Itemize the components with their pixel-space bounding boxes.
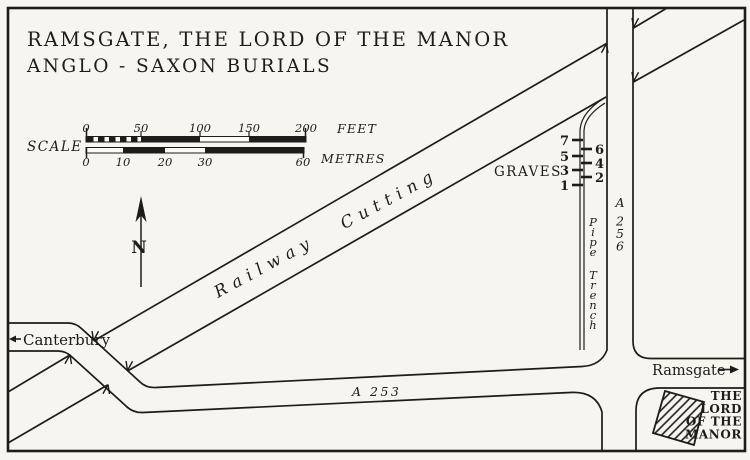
feet-bar-segment-50-100 (141, 136, 200, 142)
railway-hook-icon (102, 384, 111, 395)
right-arrow-icon (730, 365, 739, 374)
canterbury-direction: Canterbury (9, 331, 111, 349)
map-title-line1: RAMSGATE, THE LORD OF THE MANOR (27, 28, 509, 51)
railway-cutting-lines (7, 7, 745, 444)
north-arrow-icon: N (131, 196, 147, 287)
feet-bar-ticks (85, 128, 307, 142)
metres-bar-segment-30-60 (205, 147, 304, 153)
road-a253-label: A 253 (351, 384, 401, 399)
pipe-trench-lines (579, 97, 606, 350)
metres-unit-label: METRES (320, 151, 386, 166)
road-southeast-block-edge (635, 387, 744, 451)
roads (8, 8, 744, 451)
grave-number-7: 7 (560, 134, 569, 149)
grave-number-5: 5 (560, 150, 569, 165)
railway-hook-icon (631, 71, 640, 82)
hatched-site-box (651, 389, 706, 447)
svg-text:10: 10 (116, 155, 131, 169)
graves-label: GRAVES (494, 164, 562, 180)
svg-text:150: 150 (238, 121, 260, 135)
railway-se-line-segment-1 (7, 384, 108, 444)
site-label-line1: THE (711, 389, 742, 403)
railway-nw-line-segment-2 (93, 42, 607, 342)
svg-text:30: 30 (198, 155, 213, 169)
grave-number-1: 1 (560, 179, 569, 194)
svg-text:50: 50 (134, 121, 149, 135)
north-arrow-head (135, 196, 147, 222)
road-north-boundary (8, 8, 608, 389)
grave-number-6: 6 (595, 143, 604, 158)
metres-bar-ticks (85, 147, 305, 158)
grave-number-4: 4 (595, 157, 604, 172)
svg-text:0: 0 (82, 155, 89, 169)
road-south-boundary (8, 350, 603, 451)
railway-nw-line-segment-3 (633, 7, 668, 29)
site-label-line4: MANOR (685, 428, 742, 442)
grave-number-2: 2 (595, 171, 604, 186)
railway-nw-line-segment-1 (7, 354, 70, 393)
railway-cutting-label: Railway Cutting (210, 164, 442, 302)
svg-text:200: 200 (294, 121, 317, 135)
canterbury-label: Canterbury (23, 331, 111, 349)
scale-bar: SCALE 0 50 100 150 200 FEET (27, 121, 386, 169)
site-label-line2: LORD (700, 402, 742, 416)
railway-se-line-segment-2 (127, 96, 607, 372)
north-label: N (131, 238, 147, 258)
map-title-line2: ANGLO - SAXON BURIALS (26, 56, 332, 77)
railway-hook-icon (64, 354, 73, 365)
railway-hook-icon (125, 360, 134, 371)
pipe-trench-east-line (583, 102, 606, 350)
feet-unit-label: FEET (336, 121, 378, 136)
ramsgate-label: Ramsgate (652, 363, 725, 379)
feet-bar-segment-150-200 (249, 136, 306, 142)
feet-bar-dashes (87, 136, 138, 142)
grave-tick-marks (572, 138, 592, 187)
pipe-trench-west-line (579, 97, 604, 350)
scale-label: SCALE (27, 139, 83, 155)
map-border (6, 6, 747, 453)
svg-text:60: 60 (296, 155, 311, 169)
svg-text:20: 20 (157, 155, 173, 169)
site-label-line3: OF THE (686, 415, 742, 429)
svg-text:0: 0 (82, 121, 89, 135)
metres-bar-segment-10-20 (123, 147, 165, 153)
road-a256-east-edge (632, 8, 744, 360)
site-marker: THE LORD OF THE MANOR (651, 389, 742, 447)
railway-se-line-segment-3 (633, 19, 745, 83)
railway-hook-icon (600, 43, 609, 54)
left-arrow-icon (9, 335, 16, 343)
feet-tick-labels: 0 50 100 150 200 (82, 121, 317, 135)
ramsgate-direction: Ramsgate (652, 363, 739, 379)
svg-text:100: 100 (189, 121, 211, 135)
grave-number-3: 3 (560, 164, 569, 179)
railway-hook-icon (631, 17, 640, 28)
metres-tick-labels: 0 10 20 30 60 (82, 155, 310, 169)
grave-numbers: 7 5 3 1 6 4 2 (560, 134, 604, 194)
